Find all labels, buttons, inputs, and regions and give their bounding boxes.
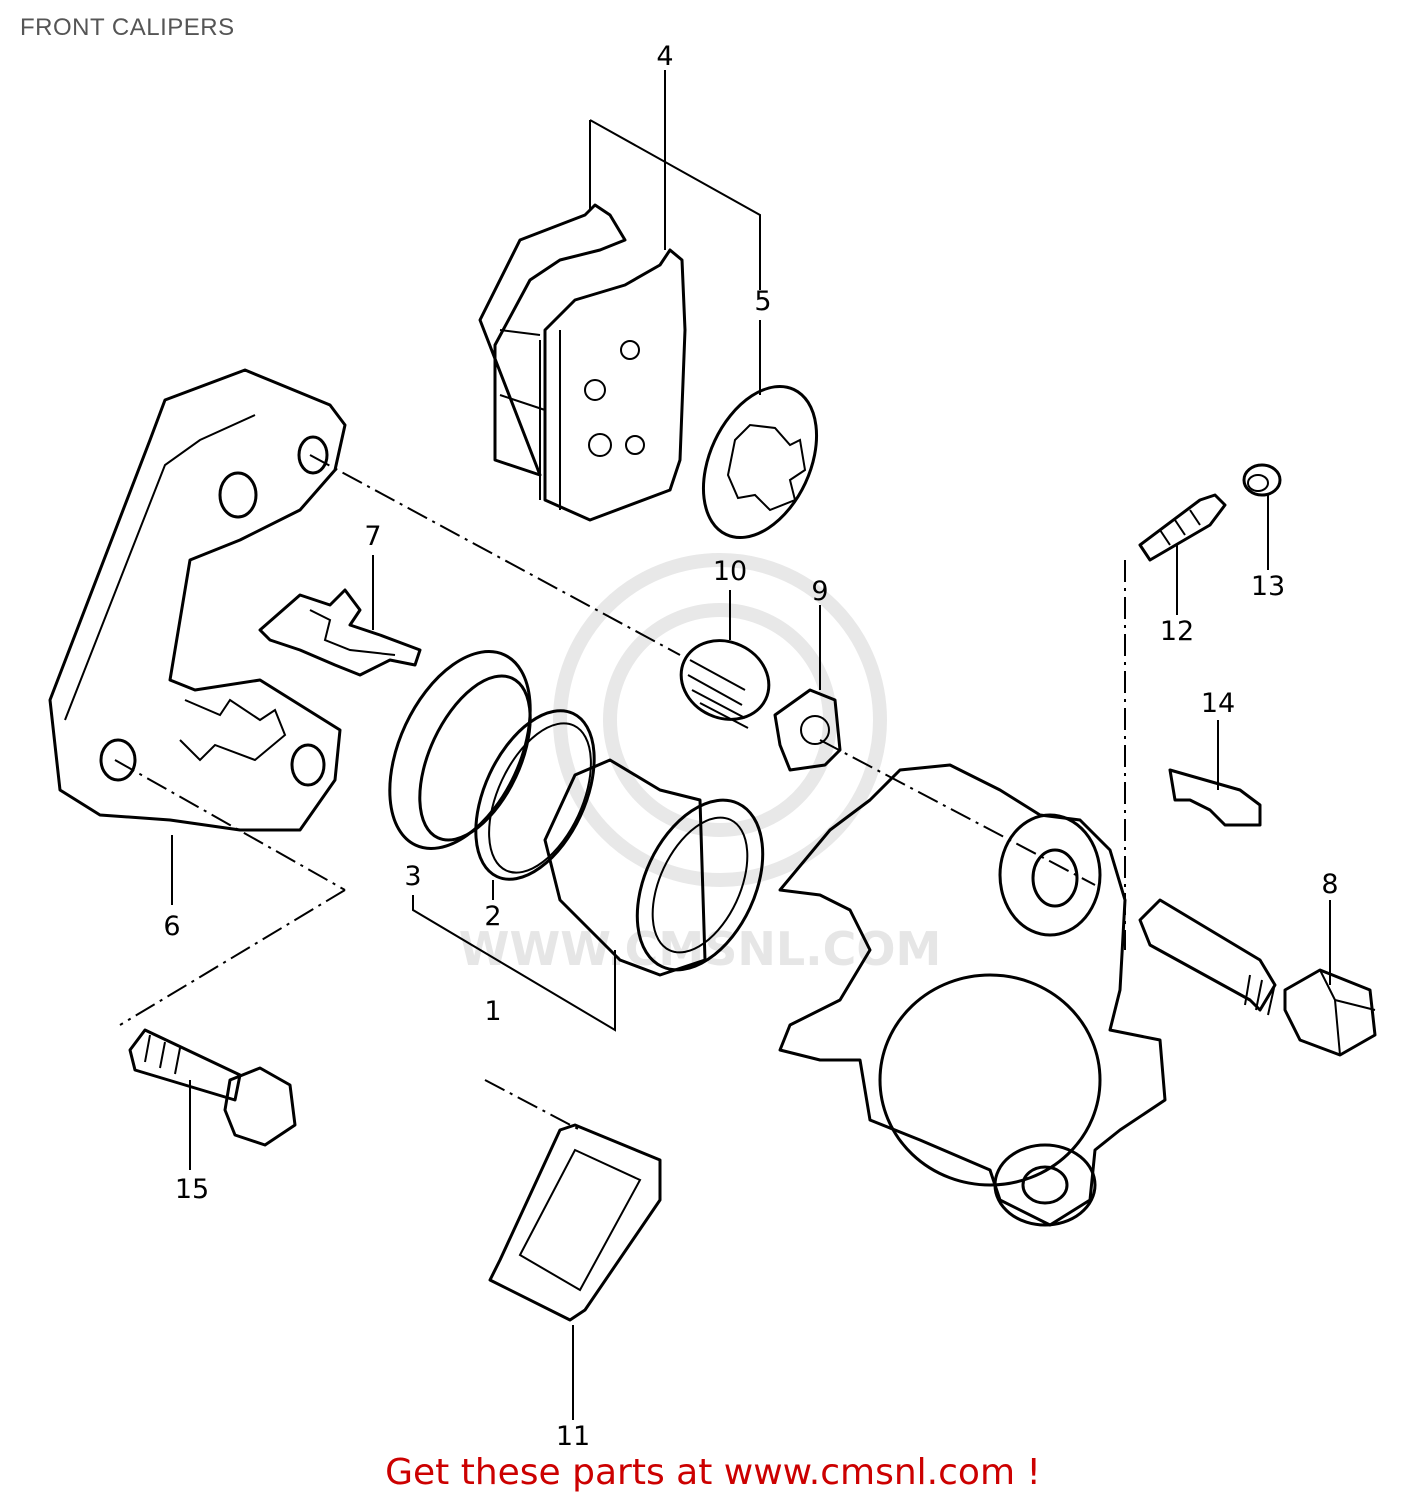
slide-pin-bolt-part: [1138, 898, 1377, 1057]
caliper-bracket-part: [48, 368, 347, 832]
bleeder-cap-part: [1242, 463, 1282, 497]
callout-labels: 1 2 3 4 5 6 7 8 9 10 11 12 13 14 15: [163, 41, 1338, 1452]
callout-9: 9: [811, 576, 828, 607]
callout-13: 13: [1251, 571, 1285, 602]
callout-2: 2: [484, 901, 501, 932]
callout-10: 10: [713, 556, 747, 587]
caliper-body-part: [778, 763, 1167, 1227]
rubber-boot-part: [679, 639, 771, 729]
callout-5: 5: [754, 286, 771, 317]
callout-6: 6: [163, 911, 180, 942]
pad-retainer-part: [488, 1123, 662, 1322]
callout-11: 11: [556, 1421, 590, 1452]
pad-spring-part: [258, 588, 422, 677]
bleeder-valve-part: [1138, 493, 1227, 562]
mounting-bolt-part: [128, 1028, 297, 1147]
callout-4: 4: [656, 41, 673, 72]
brake-pads-part: [478, 203, 687, 522]
leader-lines: [171, 70, 1331, 1420]
piston-part: [543, 758, 765, 977]
callout-15: 15: [175, 1174, 209, 1205]
dust-seal-part: [388, 650, 532, 850]
clip-part: [1168, 768, 1262, 827]
piston-ring-part: [474, 709, 596, 881]
page-title: FRONT CALIPERS: [20, 14, 235, 41]
callout-7: 7: [364, 521, 381, 552]
callout-1: 1: [484, 996, 501, 1027]
boot-retainer-part: [773, 688, 842, 772]
callout-14: 14: [1201, 688, 1235, 719]
footer-link[interactable]: Get these parts at www.cmsnl.com !: [385, 1452, 1041, 1493]
callout-3: 3: [404, 861, 421, 892]
watermark-logo: WWW.CMSNL.COM: [459, 553, 941, 976]
callout-8: 8: [1321, 869, 1338, 900]
callout-12: 12: [1160, 616, 1194, 647]
alignment-lines: [114, 454, 1126, 1131]
shim-part: [701, 384, 819, 540]
